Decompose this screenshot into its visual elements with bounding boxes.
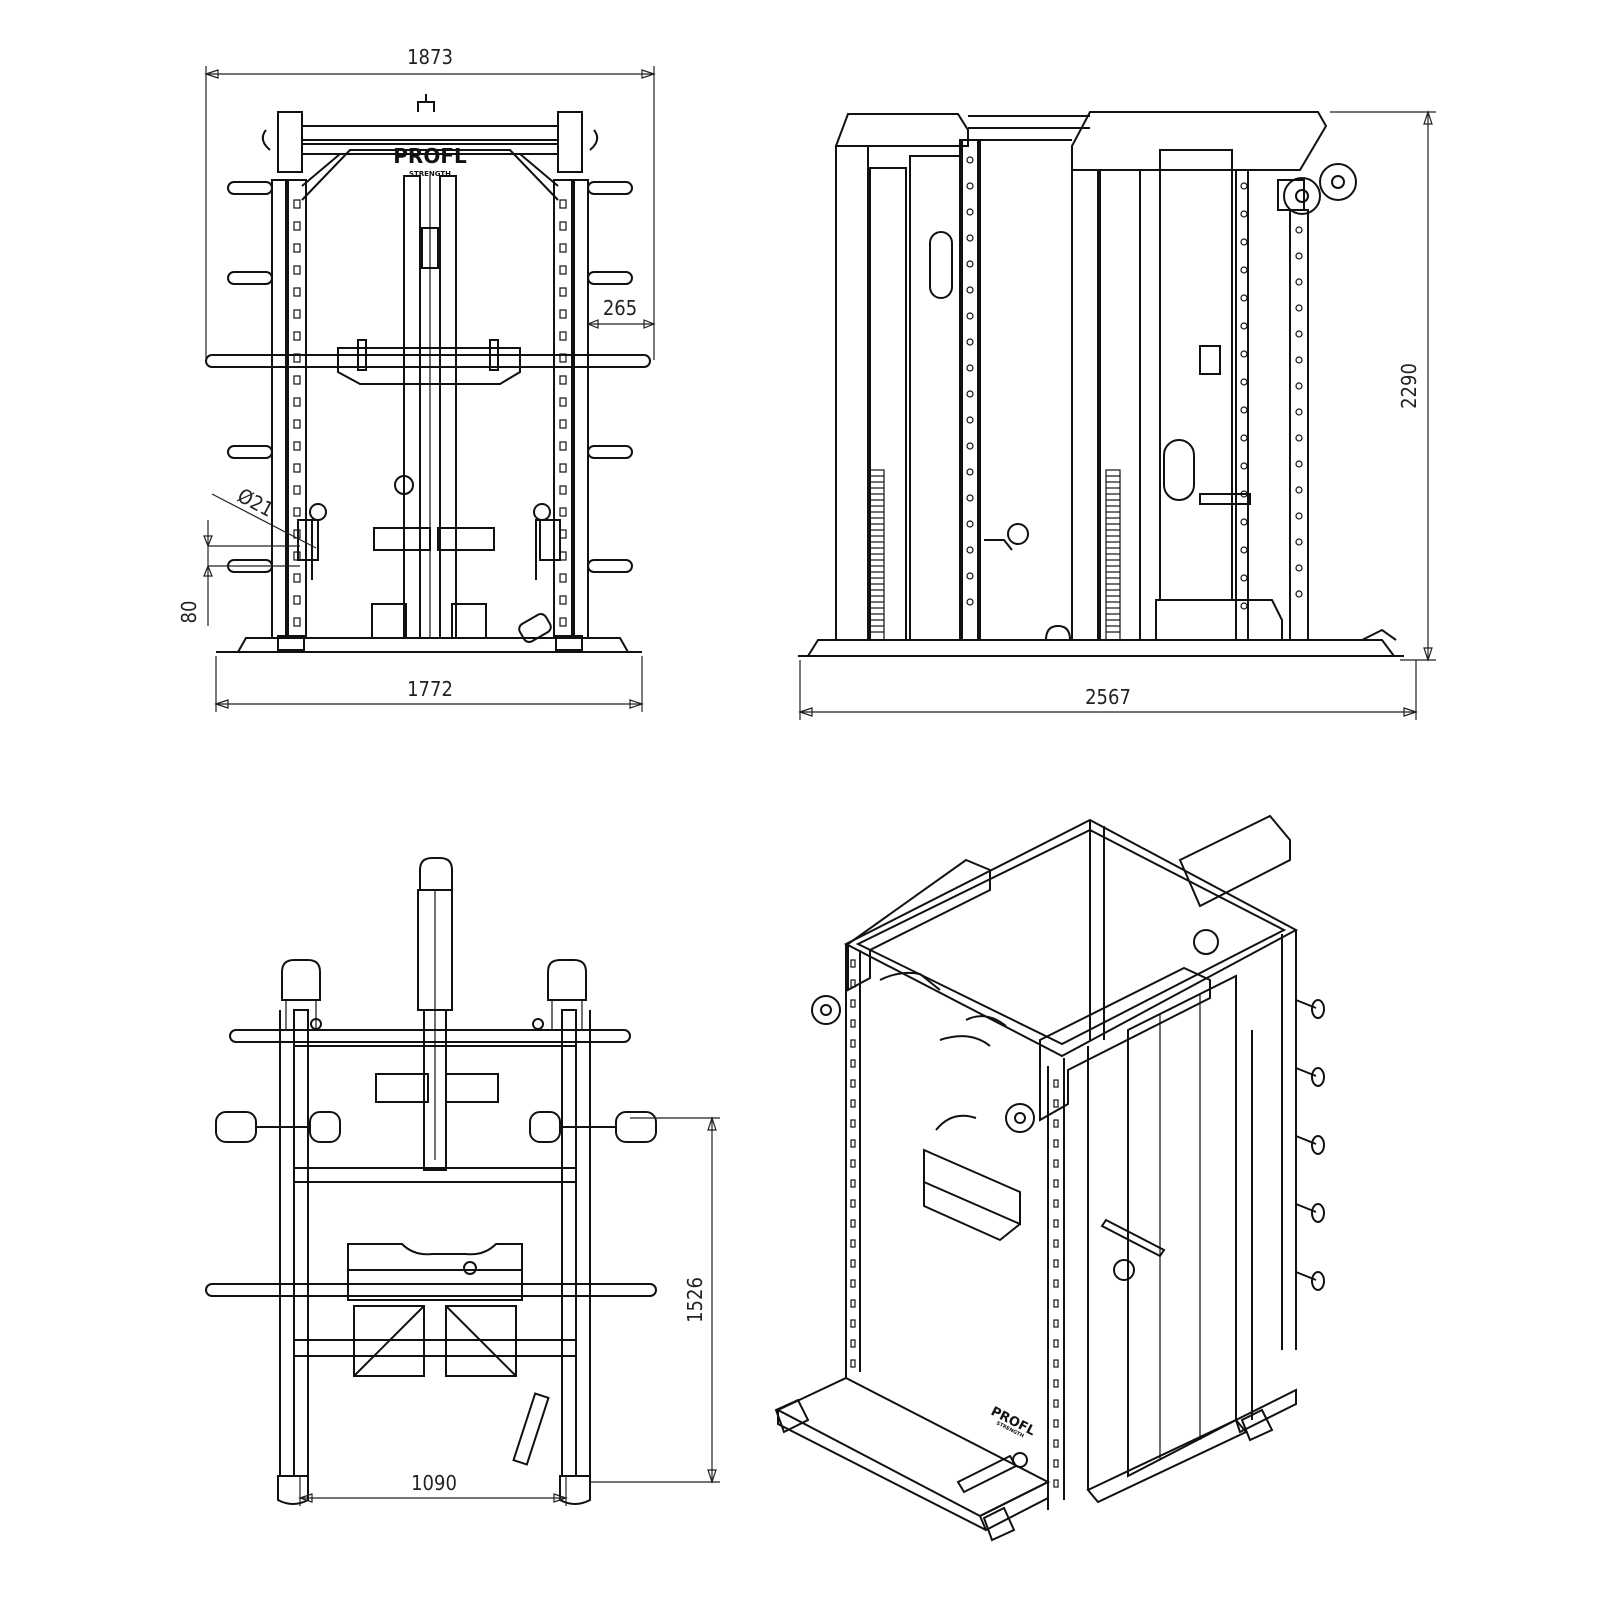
dim-side-length: 2567 [1085,685,1131,709]
dim-front-base-width: 1772 [407,677,453,701]
top-view [205,857,657,1505]
front-logo-brand: PROFL [393,144,467,168]
top-dimensions: 1526 1090 [298,1116,720,1506]
front-dimensions: 1873 1772 265 Ø21 80 [177,45,656,712]
dim-top-inner-width: 1090 [411,1471,457,1495]
dim-top-depth: 1526 [683,1277,707,1323]
front-logo-sub: STRENGTH [409,170,451,178]
side-dimensions: 2567 2290 [798,110,1436,720]
dim-front-top-width: 1873 [407,45,453,69]
isometric-view: PROFL STRENGTH [774,814,1325,1542]
dim-base-height: 80 [177,601,201,624]
side-view [798,111,1404,657]
front-view: PROFL STRENGTH [205,94,651,653]
dim-peg-length: 265 [603,296,637,320]
dim-height: 2290 [1397,363,1421,409]
